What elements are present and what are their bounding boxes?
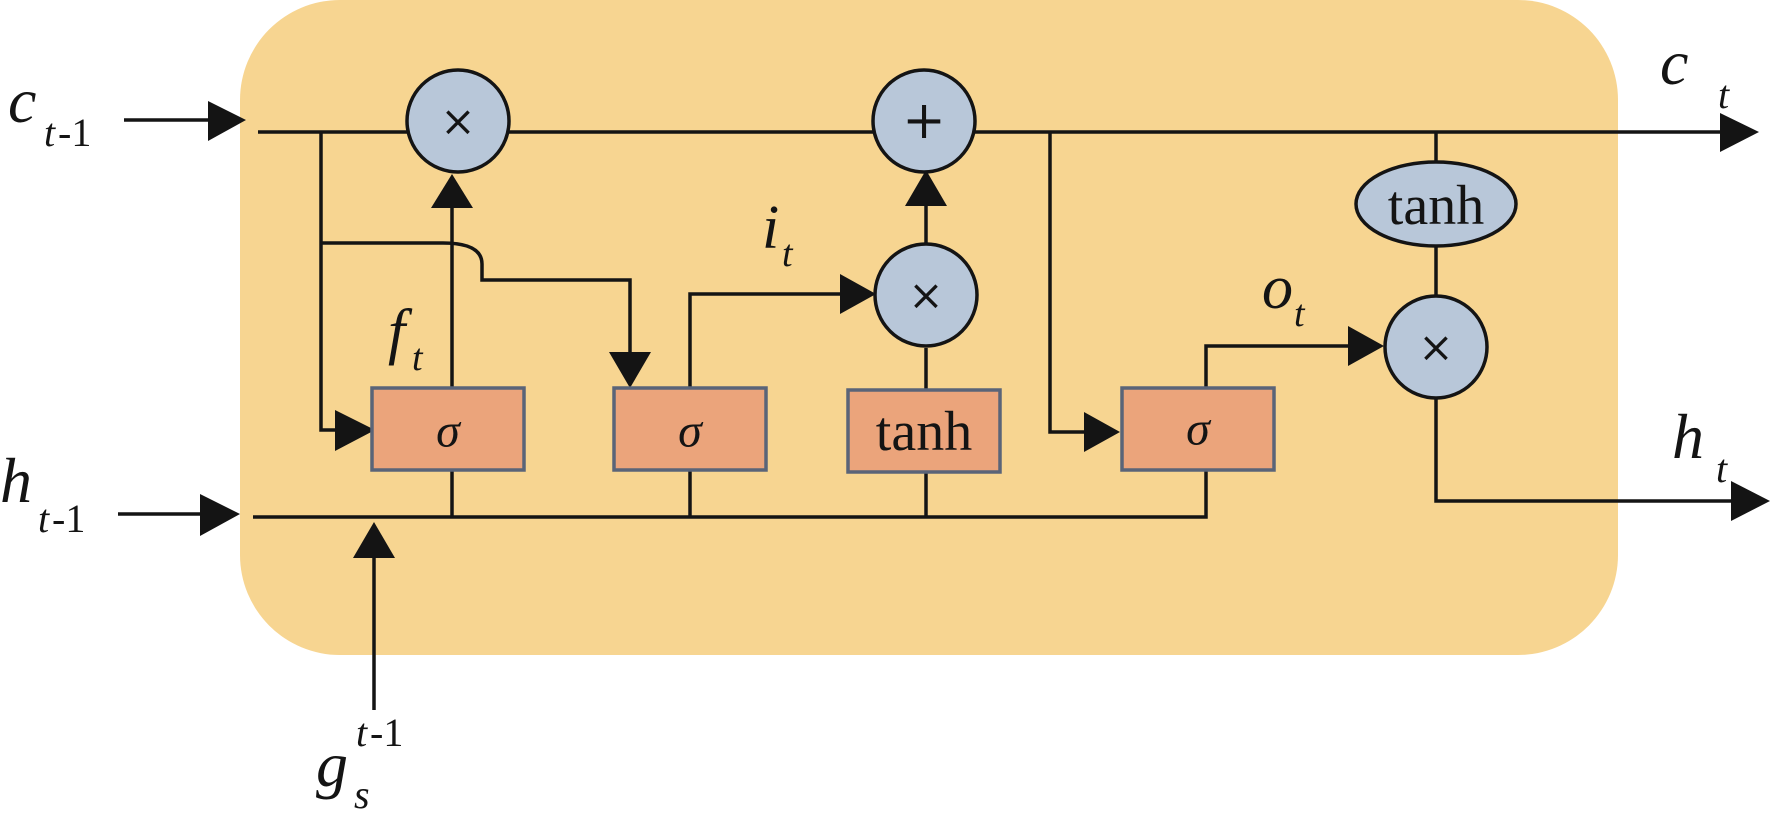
ct-output-arrowhead [1720,113,1759,152]
output-gate-output-line [1204,344,1350,388]
output-label-base: o [1262,254,1293,322]
forget-gate-arrowhead [431,174,473,208]
h-prev-sub-num: -1 [52,496,85,541]
sigma-symbol: σ [436,405,462,458]
h-prev-arrowhead [200,494,240,536]
input-label-base: i [762,194,779,262]
output-gate-label: o t [1262,254,1306,335]
ht-label: h t [1672,401,1728,491]
sigma-symbol: σ [678,405,704,458]
ct-label: c t [1660,27,1730,117]
ht-base: h [1672,401,1704,472]
g-prev-arrowhead [353,522,395,558]
multiply-symbol: × [1418,323,1453,372]
output-peephole-arrowhead [1084,412,1120,452]
input-gate-output-line [688,292,844,388]
forget-peephole-arrowhead [335,410,375,451]
ct-sub: t [1718,72,1730,117]
ct-base: c [1660,27,1688,98]
h-prev-sub-var: t [38,496,50,541]
add-symbol: + [902,91,946,151]
input-gate-label: i t [762,194,794,275]
g-prev-sup-var: t [356,710,368,755]
forget-label-sub: t [412,337,424,379]
peephole-output-line [1048,132,1090,434]
ht-output-arrowhead [1731,481,1770,521]
forget-multiply-op: × [405,68,511,174]
output-gate: σ [1120,386,1276,472]
ht-output-line [1434,396,1733,503]
output-label-sub: t [1294,293,1306,335]
candidate-gate: tanh [846,388,1002,474]
g-prev-sup-num: -1 [370,710,403,755]
ht-sub: t [1716,446,1728,491]
c-prev-sub-var: t [44,110,56,155]
c-prev-base: c [8,65,36,136]
output-gate-arrowhead [1348,326,1384,366]
cell-tanh-op: tanh [1354,160,1518,248]
multiply-symbol: × [440,97,475,146]
c-prev-sub-num: -1 [58,110,91,155]
output-multiply-op: × [1383,294,1489,400]
c-prev-arrowhead [208,101,246,141]
cell-tanh-label: tanh [1388,175,1484,237]
cell-add-op: + [871,68,977,174]
input-gate: σ [612,386,768,472]
input-multiply-op: × [873,242,979,348]
input-label-sub: t [782,233,794,275]
input-peephole-arrowhead [609,352,651,388]
peephole-input-line [321,241,632,352]
input-mult-arrowhead [905,170,947,206]
candidate-tanh-label: tanh [876,401,972,463]
sigma-symbol: σ [1186,403,1212,456]
h-prev-base: h [0,445,32,516]
multiply-symbol: × [908,271,943,320]
g-prev-base: g [316,729,348,800]
h-prev-label: h t -1 [0,445,85,541]
input-gate-arrowhead [840,274,876,314]
g-prev-sub-var: s [354,772,370,817]
g-prev-label: g s t -1 [316,710,403,817]
peephole-forget-line [319,132,338,432]
c-prev-label: c t -1 [8,65,91,155]
forget-gate: σ [370,386,526,472]
